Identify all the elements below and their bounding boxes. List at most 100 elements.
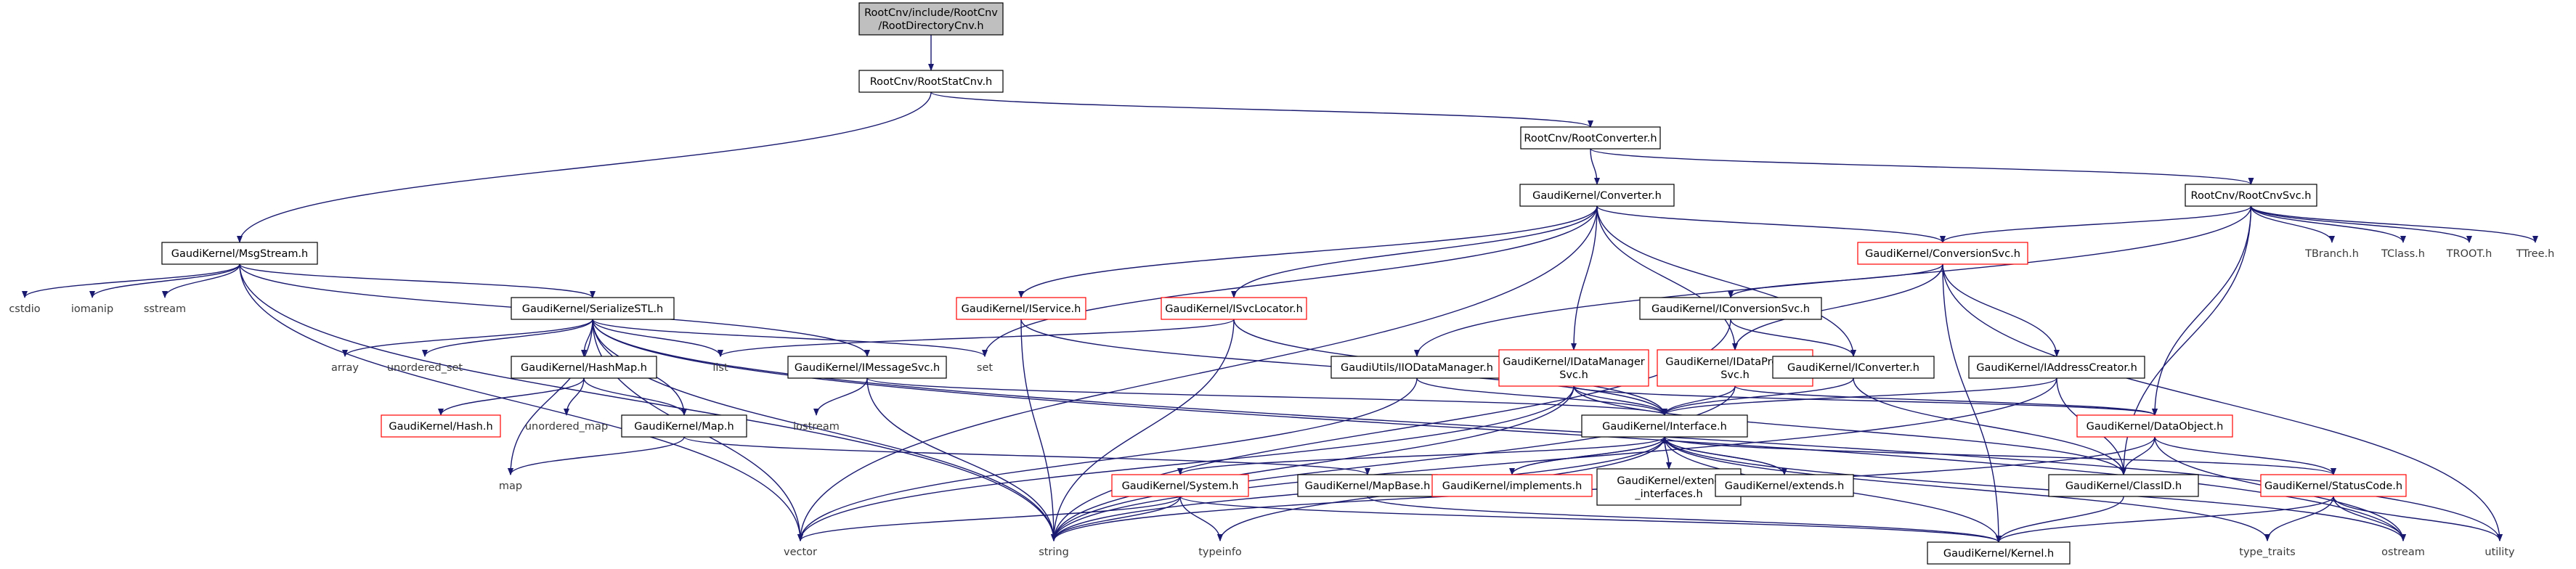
node-kernel[interactable]: GaudiKernel/Kernel.h xyxy=(1927,541,2071,565)
node-label-conversionsvc: GaudiKernel/ConversionSvc.h xyxy=(1865,248,2020,260)
edge-statuscode-to-kernel xyxy=(1996,496,2334,543)
edge-idataprovidersvc-to-dataobject xyxy=(1734,385,2158,416)
node-box-imessagesvc xyxy=(787,356,947,379)
edge-converter-to-set xyxy=(982,205,1598,357)
node-set[interactable]: set xyxy=(977,362,993,374)
edge-isvclocator-to-list xyxy=(718,319,1235,357)
node-label-dataobject: GaudiKernel/DataObject.h xyxy=(2087,421,2224,433)
node-serializestl[interactable]: GaudiKernel/SerializeSTL.h xyxy=(511,297,675,320)
node-label-utility: utility xyxy=(2484,547,2515,558)
edge-rootcnvsvc-to-tbranch xyxy=(2250,205,2335,243)
edge-iconversionsvc-to-iconverter xyxy=(1730,319,1856,357)
edge-statuscode-to-utility xyxy=(2333,496,2503,541)
edge-serializestl-to-set xyxy=(592,319,988,357)
node-mapkernel[interactable]: GaudiKernel/Map.h xyxy=(621,414,747,438)
node-label-rootstatcnv: RootCnv/RootStatCnv.h xyxy=(870,76,993,88)
node-cstdio[interactable]: cstdio xyxy=(9,303,40,315)
node-unordered_set[interactable]: unordered_set xyxy=(387,362,463,374)
node-label-ttree: TTree.h xyxy=(2516,248,2555,260)
edge-rootcnvsvc-to-conversionsvc xyxy=(1940,205,2252,243)
edge-converter-to-iservice xyxy=(1018,205,1598,298)
node-tbranch[interactable]: TBranch.h xyxy=(2304,248,2359,260)
node-unordered_map[interactable]: unordered_map xyxy=(525,421,608,433)
node-string[interactable]: string xyxy=(1039,547,1069,558)
edge-serializestl-to-map xyxy=(508,319,593,475)
node-box-hashmap xyxy=(511,356,657,379)
node-rootconverter[interactable]: RootCnv/RootConverter.h xyxy=(1520,126,1661,150)
node-isvclocator[interactable]: GaudiKernel/ISvcLocator.h xyxy=(1161,297,1307,320)
node-array[interactable]: array xyxy=(331,362,359,374)
node-iaddresscreator[interactable]: GaudiKernel/IAddressCreator.h xyxy=(1968,356,2145,379)
node-ttree[interactable]: TTree.h xyxy=(2516,248,2555,260)
edge-interface-to-ostream xyxy=(1664,436,2406,541)
node-list[interactable]: list xyxy=(712,362,728,374)
node-extends[interactable]: GaudiKernel/extends.h xyxy=(1715,474,1854,497)
node-rootcnvsvc[interactable]: RootCnv/RootCnvSvc.h xyxy=(2185,184,2317,207)
edge-idatamanagersvc-to-vector xyxy=(797,385,1575,541)
node-hash[interactable]: GaudiKernel/Hash.h xyxy=(381,414,501,438)
edge-idatamanagersvc-to-dataobject xyxy=(1573,385,2158,416)
node-label-unordered_map: unordered_map xyxy=(525,421,608,433)
node-converter[interactable]: GaudiKernel/Converter.h xyxy=(1519,184,1675,207)
edge-iaddresscreator-to-interface xyxy=(1662,377,2057,416)
edge-idatamanagersvc-to-string xyxy=(1051,385,1575,541)
node-box-rootconverter xyxy=(1520,126,1661,150)
node-iostream[interactable]: iostream xyxy=(793,421,840,433)
node-label-serializestl: GaudiKernel/SerializeSTL.h xyxy=(522,303,664,315)
node-label-idataprovidersvc: GaudiKernel/IDataProvider xyxy=(1665,356,1805,368)
node-box-rootstatcnv xyxy=(858,70,1004,93)
node-label-extends: GaudiKernel/extends.h xyxy=(1725,480,1845,492)
node-iomanip[interactable]: iomanip xyxy=(71,303,113,315)
node-system[interactable]: GaudiKernel/System.h xyxy=(1111,474,1249,497)
node-rootdircnv[interactable]: RootCnv/include/RootCnv/RootDirectoryCnv… xyxy=(858,2,1004,36)
node-sstream[interactable]: sstream xyxy=(144,303,186,315)
node-interface[interactable]: GaudiKernel/Interface.h xyxy=(1581,414,1748,438)
node-box-iservice xyxy=(956,297,1086,320)
edge-interface-to-statuscode xyxy=(1664,436,2336,475)
node-utility[interactable]: utility xyxy=(2484,547,2515,558)
edge-conversionsvc-to-idataprovidersvc xyxy=(1732,263,1943,351)
node-label-array: array xyxy=(331,362,359,374)
edge-rootconverter-to-rootcnvsvc xyxy=(1590,148,2254,185)
edge-rootcnvsvc-to-ttree xyxy=(2250,205,2538,243)
node-hashmap[interactable]: GaudiKernel/HashMap.h xyxy=(511,356,657,379)
edge-rootstatcnv-to-msgstream xyxy=(237,91,932,243)
node-classid[interactable]: GaudiKernel/ClassID.h xyxy=(2048,474,2199,497)
node-label-list: list xyxy=(712,362,728,374)
node-troot[interactable]: TROOT.h xyxy=(2446,248,2492,260)
node-typeinfo[interactable]: typeinfo xyxy=(1198,547,1242,558)
node-map[interactable]: map xyxy=(499,480,522,492)
edge-serializestl-to-list xyxy=(592,319,723,357)
node-imessagesvc[interactable]: GaudiKernel/IMessageSvc.h xyxy=(787,356,947,379)
node-conversionsvc[interactable]: GaudiKernel/ConversionSvc.h xyxy=(1857,242,2028,265)
node-box-iconverter xyxy=(1772,356,1935,379)
node-label-statuscode: GaudiKernel/StatusCode.h xyxy=(2264,480,2402,492)
node-label-mapbase: GaudiKernel/MapBase.h xyxy=(1305,480,1431,492)
node-iconverter[interactable]: GaudiKernel/IConverter.h xyxy=(1772,356,1935,379)
node-vector[interactable]: vector xyxy=(784,547,817,558)
node-iiodatamanager[interactable]: GaudiUtils/IIODataManager.h xyxy=(1330,356,1503,379)
node-box-kernel xyxy=(1927,541,2071,565)
node-box-msgstream xyxy=(161,242,318,265)
node-iconversionsvc[interactable]: GaudiKernel/IConversionSvc.h xyxy=(1639,297,1822,320)
node-statuscode[interactable]: GaudiKernel/StatusCode.h xyxy=(2260,474,2407,497)
node-label-rootcnvsvc: RootCnv/RootCnvSvc.h xyxy=(2191,190,2312,202)
node-label-implements: GaudiKernel/implements.h xyxy=(1442,480,1582,492)
node-tclass[interactable]: TClass.h xyxy=(2381,248,2425,260)
node-mapbase[interactable]: GaudiKernel/MapBase.h xyxy=(1297,474,1438,497)
node-implements[interactable]: GaudiKernel/implements.h xyxy=(1431,474,1593,497)
node-dataobject[interactable]: GaudiKernel/DataObject.h xyxy=(2076,414,2233,438)
edge-msgstream-to-string xyxy=(239,263,1057,541)
node-msgstream[interactable]: GaudiKernel/MsgStream.h xyxy=(161,242,318,265)
node-label-tbranch: TBranch.h xyxy=(2304,248,2359,260)
node-ostream[interactable]: ostream xyxy=(2381,547,2425,558)
node-type_traits[interactable]: type_traits xyxy=(2239,547,2295,558)
header-nodes: RootCnv/include/RootCnv/RootDirectoryCnv… xyxy=(9,2,2555,565)
edge-classid-to-kernel xyxy=(1996,496,2124,543)
edge-conversionsvc-to-iconversionsvc xyxy=(1728,263,1943,298)
node-rootstatcnv[interactable]: RootCnv/RootStatCnv.h xyxy=(858,70,1004,93)
node-label-mapkernel: GaudiKernel/Map.h xyxy=(634,421,734,433)
node-iservice[interactable]: GaudiKernel/IService.h xyxy=(956,297,1086,320)
node-label-rootdircnv: /RootDirectoryCnv.h xyxy=(878,20,983,32)
